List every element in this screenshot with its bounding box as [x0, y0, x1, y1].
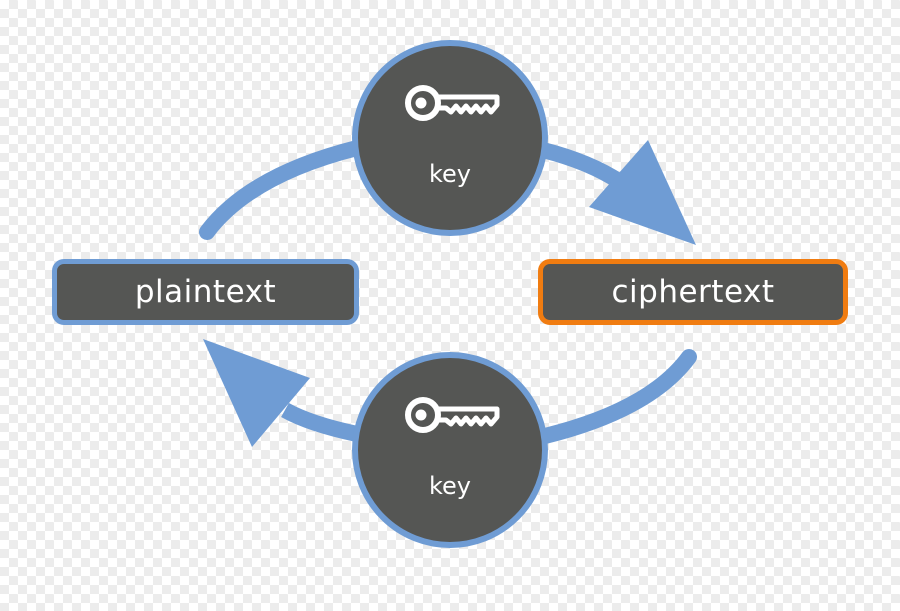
encrypt-arc-right	[541, 142, 625, 189]
decrypt-arrowhead	[203, 339, 310, 447]
key-icon	[405, 85, 500, 121]
encryption-key-label: key	[428, 160, 471, 188]
decrypt-arc-right	[537, 349, 697, 444]
key-icon	[405, 397, 500, 433]
ciphertext-label: ciphertext	[611, 274, 775, 310]
decryption-key-label: key	[428, 472, 471, 500]
encrypt-arrowhead	[589, 140, 696, 245]
decryption-key-node: key	[352, 352, 548, 548]
encrypt-arc-left	[199, 140, 365, 240]
encryption-key-node: key	[352, 40, 548, 236]
plaintext-label: plaintext	[134, 274, 277, 310]
ciphertext-box: ciphertext	[538, 259, 848, 325]
plaintext-box: plaintext	[52, 259, 359, 325]
decrypt-arc-left	[281, 402, 359, 442]
